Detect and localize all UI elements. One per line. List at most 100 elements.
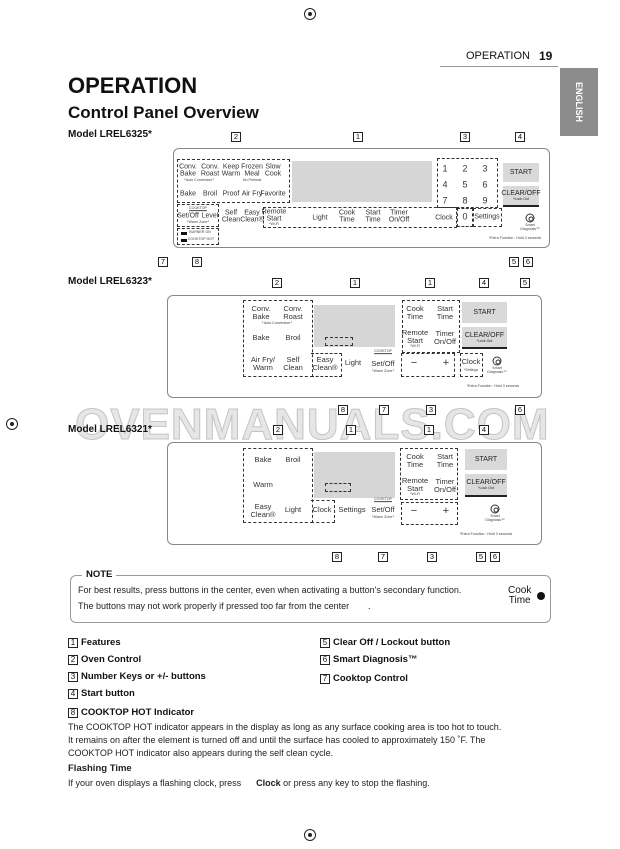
key-3[interactable]: 3: [482, 163, 488, 174]
cook-time-button[interactable]: Cook Time: [406, 452, 424, 469]
level-button[interactable]: Level: [201, 212, 219, 220]
plus-minus-group: [401, 502, 458, 525]
extra-function-note: *Extra Function : Hold 3 seconds: [459, 532, 513, 537]
timer-button[interactable]: Timer On/Off: [434, 477, 456, 494]
keep-warm-button[interactable]: Keep Warm: [221, 163, 241, 178]
callout: 6: [523, 257, 533, 267]
cook-time-button[interactable]: Cook Time: [406, 304, 424, 321]
easy-clean-button[interactable]: Easy Clean®: [312, 355, 338, 372]
proof-button[interactable]: Proof: [222, 190, 240, 198]
plus-button[interactable]: +: [442, 505, 450, 518]
start-time-button[interactable]: Start Time: [436, 452, 454, 469]
key-0[interactable]: 0: [462, 211, 468, 222]
key-9[interactable]: 9: [482, 195, 488, 206]
easy-clean-button[interactable]: Easy Clean®: [240, 209, 264, 224]
press-point-icon: [537, 592, 545, 600]
note-box: [70, 575, 551, 623]
cooktop-set-off-button[interactable]: Set/Off: [177, 212, 199, 220]
start-button[interactable]: START: [465, 449, 507, 470]
key-1[interactable]: 1: [442, 163, 448, 174]
conv-bake-button[interactable]: Conv. Bake: [251, 304, 271, 321]
cooktop-set-off-button[interactable]: Set/Off: [371, 359, 395, 369]
warm-button[interactable]: Warm: [253, 480, 273, 490]
favorite-button[interactable]: Favorite: [260, 190, 286, 198]
self-clean-button[interactable]: Self Clean: [221, 209, 241, 224]
callout: 5: [520, 278, 530, 288]
clear-off-label: CLEAR/OFF: [464, 331, 505, 339]
cooktop-hot-indicator: [325, 337, 353, 346]
clear-off-button[interactable]: CLEAR/OFF*Lock Out: [462, 327, 507, 349]
easy-clean-button[interactable]: Easy Clean®: [250, 502, 276, 519]
conv-roast-button[interactable]: Conv. Roast: [200, 163, 220, 178]
clear-off-button[interactable]: CLEAR/OFF*Lock Out: [501, 186, 541, 207]
key-7[interactable]: 7: [442, 195, 448, 206]
timer-button[interactable]: Timer On/Off: [388, 209, 410, 224]
key-8[interactable]: 8: [462, 195, 468, 206]
timer-button[interactable]: Timer On/Off: [434, 329, 456, 346]
remote-start-button[interactable]: Remote Start: [401, 328, 429, 345]
section-title: Control Panel Overview: [68, 103, 259, 122]
registration-mark: [304, 8, 316, 20]
broil-button[interactable]: Broil: [202, 190, 218, 198]
air-fry-button[interactable]: Air Fry: [241, 190, 263, 198]
light-button[interactable]: Light: [344, 358, 362, 368]
broil-button[interactable]: Broil: [285, 333, 301, 343]
plus-button[interactable]: +: [442, 357, 450, 370]
cook-time-button[interactable]: Cook Time: [338, 209, 356, 224]
bake-button[interactable]: Bake: [252, 333, 270, 343]
cooktop-set-off-button[interactable]: Set/Off: [371, 505, 395, 515]
key-2[interactable]: 2: [462, 163, 468, 174]
cooktop-label: COOKTOP: [374, 497, 392, 502]
start-button[interactable]: START: [503, 163, 539, 182]
start-time-button[interactable]: Start Time: [365, 209, 381, 224]
smart-diagnosis-icon[interactable]: [490, 504, 500, 514]
callout: 2: [272, 278, 282, 288]
clock-button[interactable]: Clock: [461, 357, 481, 367]
callout: 8: [192, 257, 202, 267]
key-6[interactable]: 6: [482, 179, 488, 190]
cooktop-hot-indicator-group: [177, 228, 219, 245]
minus-button[interactable]: −: [410, 357, 418, 370]
number-keys-group: [437, 158, 498, 208]
key-0-group: [457, 208, 473, 227]
settings-button[interactable]: Settings: [474, 213, 500, 221]
light-button[interactable]: Light: [312, 214, 328, 222]
bake-button[interactable]: Bake: [254, 455, 272, 465]
cooktop-control-group: [177, 204, 219, 227]
callout: 3: [426, 405, 436, 415]
key-5[interactable]: 5: [462, 179, 468, 190]
slow-cook-button[interactable]: Slow Cook: [264, 163, 282, 178]
callout: 1: [346, 425, 356, 435]
callout: 2: [231, 132, 241, 142]
key-4[interactable]: 4: [442, 179, 448, 190]
light-button[interactable]: Light: [284, 505, 302, 515]
smart-diagnosis-icon[interactable]: [525, 213, 535, 223]
frozen-meal-button[interactable]: Frozen Meal: [241, 163, 263, 178]
remote-start-button[interactable]: Remote Start: [261, 208, 287, 223]
clock-button[interactable]: Clock: [435, 214, 453, 222]
broil-button[interactable]: Broil: [285, 455, 301, 465]
page-title: OPERATION: [68, 73, 198, 98]
clock-button[interactable]: Clock: [312, 505, 332, 515]
warm-zone-label: └Warm Zone┘: [186, 220, 210, 225]
bake-button[interactable]: Bake: [180, 190, 196, 198]
remote-start-button[interactable]: Remote Start: [401, 476, 429, 493]
callout: 8: [332, 552, 342, 562]
auto-conversion-label: └Auto Conversion┘: [261, 321, 293, 326]
registration-mark: [6, 418, 18, 430]
start-button[interactable]: START: [462, 302, 507, 323]
clear-off-button[interactable]: CLEAR/OFF*Lock Out: [465, 474, 507, 497]
self-clean-button[interactable]: Self Clean: [283, 355, 303, 372]
conv-roast-button[interactable]: Conv. Roast: [283, 304, 303, 321]
settings-button[interactable]: Settings: [338, 505, 366, 515]
air-fry-warm-button[interactable]: Air Fry/ Warm: [250, 355, 276, 372]
callout: 1: [424, 425, 434, 435]
smart-diagnosis-icon[interactable]: [492, 356, 502, 366]
cooktop-label: COOKTOP: [374, 349, 392, 354]
cooktop-hot-led: [181, 239, 187, 242]
minus-button[interactable]: −: [410, 505, 418, 518]
paragraph-line: COOKTOP HOT indicator also appears durin…: [68, 748, 334, 758]
conv-bake-button[interactable]: Conv. Bake: [179, 163, 197, 178]
callout: 7: [158, 257, 168, 267]
start-time-button[interactable]: Start Time: [436, 304, 454, 321]
